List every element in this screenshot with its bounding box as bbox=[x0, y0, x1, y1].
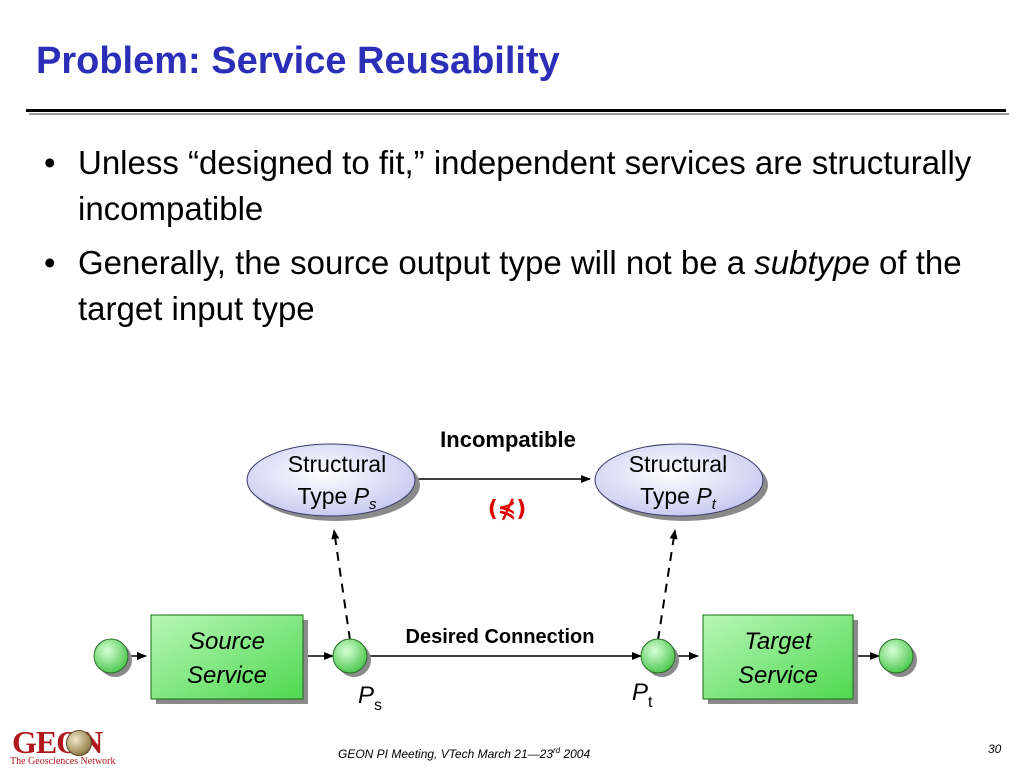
source-port-label: Ps bbox=[358, 682, 382, 714]
globe-icon bbox=[66, 730, 92, 756]
target-structural-type: Structural Type Pt bbox=[594, 443, 768, 521]
source-service-line2: Service bbox=[187, 662, 267, 689]
footer-year: 2004 bbox=[560, 747, 591, 761]
source-structural-type: Structural Type Ps bbox=[246, 443, 420, 521]
not-subtype-label: (⋠) bbox=[488, 497, 527, 522]
source-service-box: Source Service bbox=[150, 614, 308, 704]
svg-text:Type Pt: Type Pt bbox=[640, 483, 717, 513]
bullet-dot: • bbox=[44, 244, 56, 281]
geon-logo: GEON The Geosciences Network bbox=[8, 724, 128, 768]
target-type-link bbox=[657, 529, 678, 641]
target-port-label: Pt bbox=[632, 679, 653, 711]
svg-text:Structural: Structural bbox=[288, 451, 386, 477]
logo-tagline: The Geosciences Network bbox=[10, 756, 116, 767]
footer-meeting: GEON PI Meeting, VTech March 21—23 bbox=[338, 747, 553, 761]
source-type-subscript: s bbox=[369, 496, 377, 513]
source-type-link bbox=[331, 529, 351, 641]
bullet-text: Generally, the source output type will n… bbox=[78, 244, 746, 281]
bullet-item: • Generally, the source output type will… bbox=[44, 240, 1004, 332]
svg-text:Type Ps: Type Ps bbox=[297, 483, 377, 513]
bullet-text: Unless “designed to fit,” independent se… bbox=[78, 144, 972, 227]
target-type-line1: Structural bbox=[629, 451, 727, 477]
desired-connection-label: Desired Connection bbox=[406, 626, 595, 648]
title-divider-shadow bbox=[29, 113, 1009, 115]
target-type-symbol: P bbox=[696, 483, 712, 509]
source-port-subscript: s bbox=[374, 697, 382, 714]
bullet-list: • Unless “designed to fit,” independent … bbox=[44, 140, 1004, 340]
footer-text: GEON PI Meeting, VTech March 21—23rd 200… bbox=[338, 746, 590, 761]
source-output-port bbox=[332, 638, 371, 677]
target-input-port bbox=[640, 638, 679, 677]
source-service-line1: Source bbox=[189, 628, 265, 655]
target-service-line2: Service bbox=[738, 662, 818, 689]
svg-text:Structural: Structural bbox=[629, 451, 727, 477]
bullet-emphasis: subtype bbox=[754, 244, 870, 281]
target-type-line2: Type bbox=[640, 483, 696, 509]
slide-title: Problem: Service Reusability bbox=[36, 40, 560, 82]
target-type-subscript: t bbox=[712, 496, 717, 513]
input-port bbox=[93, 638, 132, 677]
target-port-subscript: t bbox=[648, 694, 653, 711]
output-port bbox=[878, 638, 917, 677]
bullet-item: • Unless “designed to fit,” independent … bbox=[44, 140, 1004, 232]
source-type-line2: Type bbox=[297, 483, 353, 509]
incompatible-label: Incompatible bbox=[440, 427, 576, 452]
source-type-line1: Structural bbox=[288, 451, 386, 477]
target-service-line1: Target bbox=[744, 628, 812, 655]
bullet-text-end: of the target input type bbox=[78, 244, 962, 327]
title-divider bbox=[26, 109, 1006, 112]
bullet-dot: • bbox=[44, 144, 56, 181]
footer-superscript: rd bbox=[553, 746, 561, 755]
source-type-symbol: P bbox=[354, 483, 370, 509]
page-number: 30 bbox=[988, 742, 1002, 756]
source-port-symbol: P bbox=[358, 682, 374, 709]
target-port-symbol: P bbox=[632, 679, 648, 706]
target-service-box: Target Service bbox=[702, 614, 858, 704]
